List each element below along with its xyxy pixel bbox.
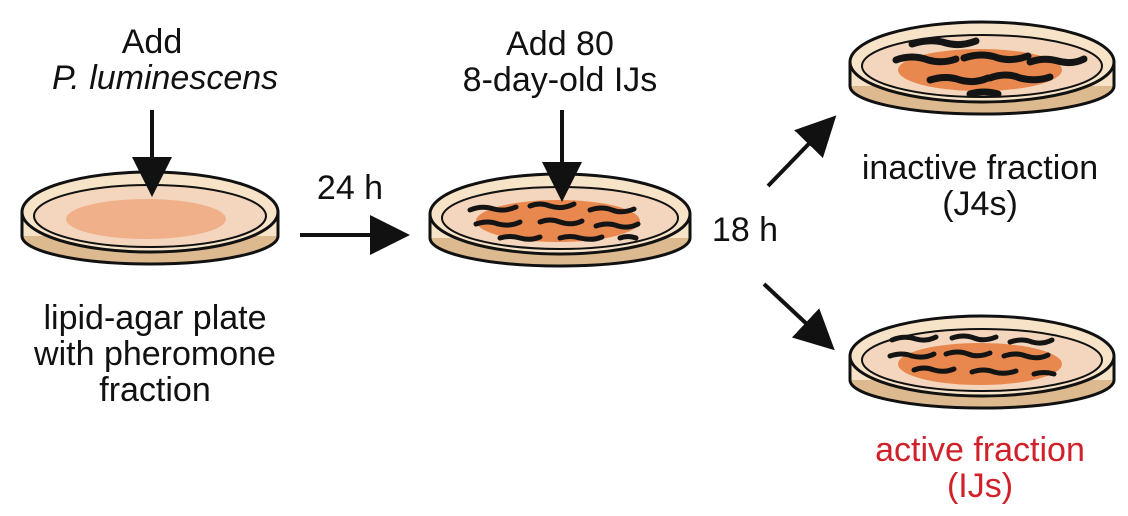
arrow1-label: 24 h [300, 170, 400, 206]
arrow-to-inactive [768, 124, 828, 186]
petri-dish-active [850, 316, 1114, 408]
bacterial-lawn [898, 343, 1062, 385]
petri-dish-inactive [850, 22, 1114, 114]
step1-label: Add P. luminescens [52, 24, 252, 96]
inactive-line1: inactive fraction [840, 150, 1120, 186]
step1-line2: P. luminescens [52, 60, 252, 96]
step1-line1: Add [52, 24, 252, 60]
inactive-label: inactive fraction (J4s) [840, 150, 1120, 222]
active-line2: (IJs) [840, 468, 1120, 504]
plate1-caption-line3: fraction [15, 372, 295, 408]
active-label: active fraction (IJs) [840, 432, 1120, 504]
arrow2-label: 18 h [695, 212, 795, 248]
active-line1: active fraction [840, 432, 1120, 468]
plate1-caption: lipid-agar plate with pheromone fraction [15, 300, 295, 408]
step2-line2: 8-day-old IJs [440, 62, 680, 98]
plate1-caption-line2: with pheromone [15, 336, 295, 372]
plate1-caption-line1: lipid-agar plate [15, 300, 295, 336]
step2-line1: Add 80 [440, 26, 680, 62]
arrow-to-active [764, 284, 826, 342]
petri-dish-1 [22, 172, 278, 264]
step2-label: Add 80 8-day-old IJs [440, 26, 680, 98]
inactive-line2: (J4s) [840, 186, 1120, 222]
bacterial-lawn [66, 199, 226, 239]
